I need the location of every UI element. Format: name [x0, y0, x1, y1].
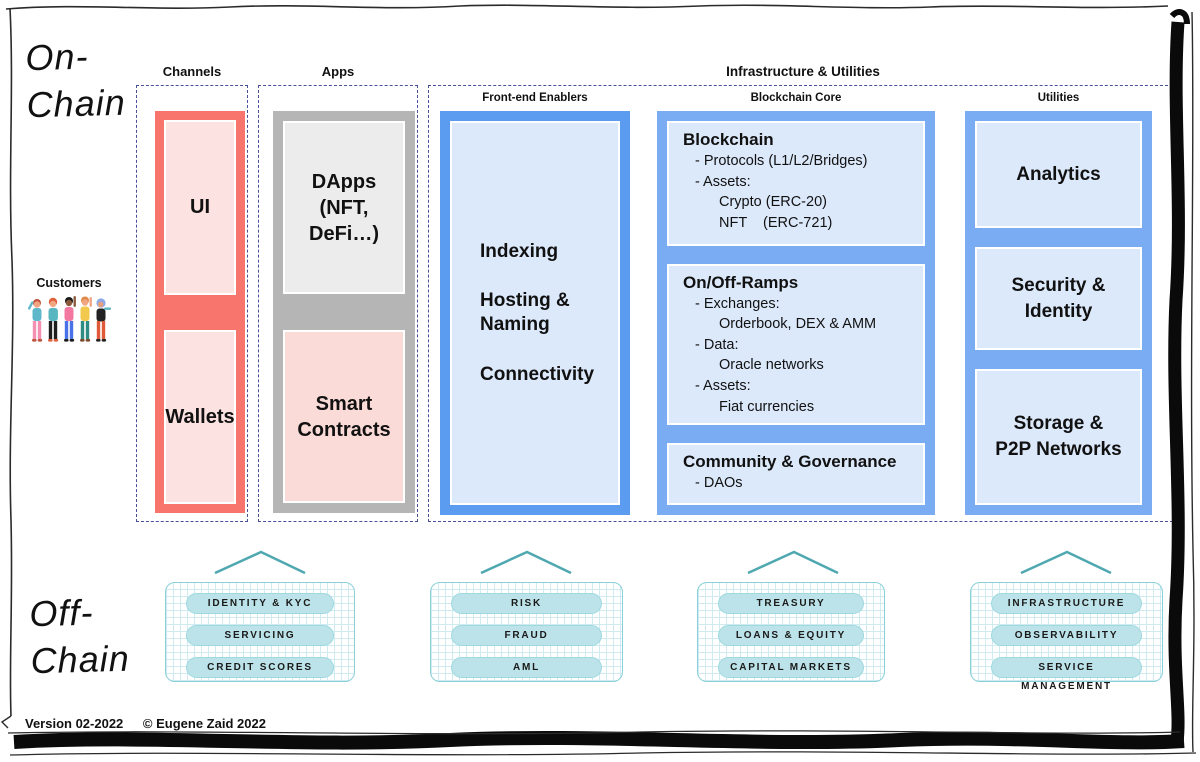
offchain-group-treasury: TREASURY LOANS & EQUITY CAPITAL MARKETS [697, 582, 885, 682]
smart-contracts-box: Smart Contracts [283, 330, 405, 503]
offchain-pill: TREASURY [718, 593, 864, 614]
dapps-box-line1: DApps [311, 170, 377, 193]
offchain-pill: SERVICING [186, 625, 334, 646]
chevron-up-icon [480, 550, 572, 575]
blockchain-core-header: Blockchain Core [750, 92, 842, 104]
chevron-up-icon [1020, 550, 1112, 575]
frontend-enablers-container: Indexing Hosting & Naming Connectivity [440, 111, 630, 515]
ramps-line: Oracle networks [719, 357, 824, 374]
smart-contracts-line2: Contracts [297, 418, 391, 441]
on-off-ramps-title: On/Off-Ramps [683, 272, 799, 292]
customers-label: Customers [36, 276, 102, 290]
chevron-up-icon [214, 550, 306, 575]
on-chain-line2: Chain [26, 81, 127, 126]
offchain-pill: IDENTITY & KYC [186, 593, 334, 614]
ui-box-label: UI [190, 196, 210, 219]
on-off-ramps-box: On/Off-Ramps - Exchanges: Orderbook, DEX… [667, 263, 925, 426]
community-line: - DAOs [695, 475, 743, 492]
off-chain-line1: Off- [28, 591, 94, 635]
frontend-item-hosting: Hosting & Naming [480, 290, 570, 335]
utilities-header: Utilities [1037, 92, 1080, 104]
blockchain-core-container: Blockchain - Protocols (L1/L2/Bridges) -… [657, 111, 935, 515]
community-governance-box: Community & Governance - DAOs [667, 443, 925, 505]
copyright-text: © Eugene Zaid 2022 [142, 716, 266, 731]
security-identity-line2: Identity [1024, 300, 1093, 322]
frontend-item-indexing: Indexing [480, 240, 559, 262]
offchain-pill: SERVICE MANAGEMENT [991, 657, 1142, 692]
blockchain-line: NFT (ERC-721) [719, 214, 833, 231]
chevron-up-icon [747, 550, 839, 575]
blockchain-line: - Assets: [695, 173, 751, 190]
offchain-group-risk: RISK FRAUD AML [430, 582, 623, 682]
security-identity-box: Security & Identity [975, 247, 1142, 350]
community-governance-title: Community & Governance [683, 452, 897, 472]
channels-dashed-box [136, 85, 248, 522]
blockchain-box: Blockchain - Protocols (L1/L2/Bridges) -… [667, 121, 925, 246]
channels-pillar: UI Wallets [155, 111, 245, 513]
offchain-pill: OBSERVABILITY [991, 625, 1142, 646]
version-text: Version 02-2022 [25, 716, 124, 731]
ramps-line: Orderbook, DEX & AMM [719, 316, 877, 333]
channels-header: Channels [162, 64, 222, 79]
ramps-line: - Assets: [695, 377, 751, 394]
security-identity-line1: Security & [1011, 274, 1106, 296]
ramps-line: Fiat currencies [719, 398, 815, 415]
offchain-pill: INFRASTRUCTURE [991, 593, 1142, 614]
offchain-pill: CREDIT SCORES [186, 657, 334, 678]
off-chain-line2: Chain [30, 637, 131, 682]
customers-illustration [27, 296, 111, 342]
ramps-line: - Exchanges: [695, 295, 780, 312]
offchain-pill: FRAUD [451, 625, 602, 646]
storage-p2p-line1: Storage & [1013, 413, 1104, 435]
blockchain-line: - Protocols (L1/L2/Bridges) [695, 153, 868, 169]
offchain-pill: CAPITAL MARKETS [718, 657, 864, 678]
offchain-pill: LOANS & EQUITY [718, 625, 864, 646]
ui-box: UI [164, 120, 236, 295]
on-chain-label: On- Chain [25, 33, 126, 129]
apps-header: Apps [321, 64, 355, 79]
frontend-enablers-box: Indexing Hosting & Naming Connectivity [450, 121, 620, 505]
footer: Version 02-2022 © Eugene Zaid 2022 [25, 716, 266, 731]
storage-p2p-line2: P2P Networks [995, 439, 1122, 460]
wallets-box-label: Wallets [165, 405, 235, 428]
apps-dashed-box [258, 85, 418, 522]
offchain-group-identity: IDENTITY & KYC SERVICING CREDIT SCORES [165, 582, 355, 682]
utilities-container: Analytics Security & Identity Storage & … [965, 111, 1152, 515]
dapps-box-line2: (NFT, DeFi…) [309, 196, 379, 245]
frontend-enablers-header: Front-end Enablers [482, 92, 588, 104]
blockchain-line: Crypto (ERC-20) [719, 194, 827, 211]
off-chain-label: Off- Chain [29, 589, 130, 685]
frontend-item-connectivity: Connectivity [480, 363, 595, 385]
offchain-pill: AML [451, 657, 602, 678]
smart-contracts-line1: Smart [315, 392, 373, 415]
wallets-box: Wallets [164, 329, 236, 504]
dapps-box: DApps (NFT, DeFi…) [283, 121, 405, 294]
offchain-pill: RISK [451, 593, 602, 614]
analytics-box: Analytics [975, 121, 1142, 228]
on-chain-line1: On- [24, 35, 89, 79]
infrastructure-header: Infrastructure & Utilities [726, 64, 880, 79]
ramps-line: - Data: [695, 336, 739, 353]
analytics-label: Analytics [1016, 163, 1101, 185]
apps-pillar: DApps (NFT, DeFi…) Smart Contracts [273, 111, 415, 513]
blockchain-title: Blockchain [683, 130, 774, 149]
offchain-group-infrastructure: INFRASTRUCTURE OBSERVABILITY SERVICE MAN… [970, 582, 1163, 692]
storage-p2p-box: Storage & P2P Networks [975, 369, 1142, 505]
